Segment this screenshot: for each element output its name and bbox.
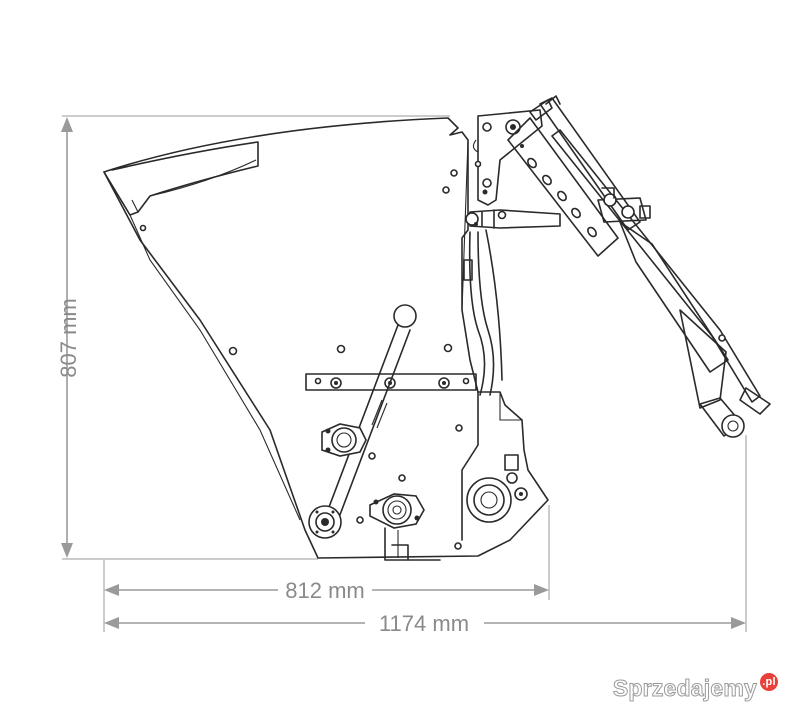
bearing-upper: [321, 423, 367, 457]
bearing-lower: [369, 493, 425, 529]
shelf-bolts: [314, 377, 470, 389]
arm-assembly: [465, 95, 771, 438]
lever-handle: [325, 304, 417, 521]
width-short-dimension-label: 812 mm: [285, 578, 364, 603]
bottom-bracket: [384, 527, 441, 561]
width-total-dimension-label: 1174 mm: [379, 611, 469, 636]
arm-holes: [520, 144, 597, 238]
watermark-badge: .pl: [760, 672, 778, 691]
pin-dots: [474, 189, 726, 342]
hydraulic-hoses: [463, 229, 503, 396]
bucket-body: [103, 117, 549, 559]
dimension-lines: [61, 115, 747, 632]
height-dimension-label: 807 mm: [56, 298, 81, 377]
lever-pivot: [308, 505, 342, 539]
watermark-text: Sprzedajemy: [612, 675, 757, 702]
body-holes: [139, 169, 463, 550]
gear-drive: [466, 472, 528, 523]
watermark-logo: Sprzedajemy .pl: [612, 672, 778, 702]
